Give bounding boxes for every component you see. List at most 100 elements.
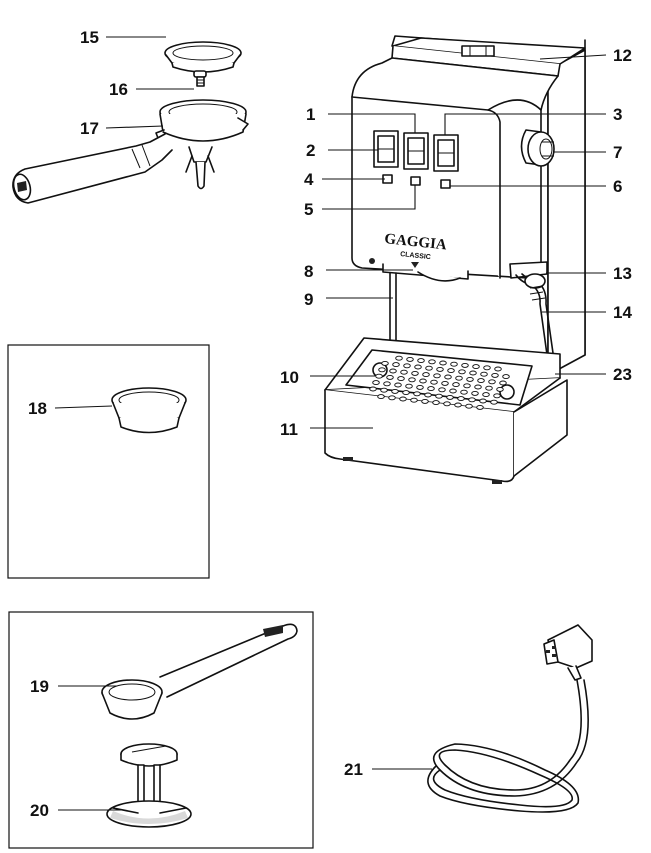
drip-tray-hole — [419, 378, 427, 384]
drip-tray-hole — [502, 374, 510, 380]
espresso-machine: GAGGIA CLASSIC — [324, 35, 586, 484]
single-filter-basket — [111, 387, 187, 434]
drip-tray-hole — [413, 391, 421, 397]
filter-basket-top — [164, 41, 242, 73]
drip-tray-hole — [480, 371, 488, 377]
drip-tray-hole — [395, 355, 403, 361]
callout-12: 12 — [613, 46, 632, 65]
drip-tray-hole — [436, 366, 444, 372]
callout-4: 4 — [304, 170, 314, 189]
drip-tray-hole — [403, 363, 411, 369]
drip-tray-hole — [444, 374, 452, 380]
callout-8: 8 — [304, 262, 313, 281]
drip-tray-hole — [446, 394, 454, 400]
drip-tray-hole — [428, 359, 436, 365]
drip-tray-hole — [493, 393, 501, 399]
drip-tray-hole — [465, 403, 473, 409]
drip-tray-hole — [490, 399, 498, 405]
callout-16: 16 — [109, 80, 128, 99]
drip-tray-hole — [410, 397, 418, 403]
drip-tray-hole — [425, 365, 433, 371]
drip-tray-hole — [450, 361, 458, 367]
callout-9: 9 — [304, 290, 313, 309]
drip-tray-hole — [400, 369, 408, 375]
drip-tray-hole — [427, 386, 435, 392]
callout-19: 19 — [30, 677, 49, 696]
brew-switch — [403, 132, 429, 170]
drip-tray-hole — [469, 370, 477, 376]
drip-tray-hole — [406, 356, 414, 362]
drip-tray-hole — [457, 396, 465, 402]
drip-tray-hole — [455, 375, 463, 381]
drip-tray-hole — [421, 398, 429, 404]
callout-14: 14 — [613, 303, 632, 322]
drip-tray-hole — [375, 373, 383, 379]
drip-tray-hole — [424, 392, 432, 398]
drip-tray-hole — [496, 386, 504, 392]
drip-tray-hole — [458, 369, 466, 375]
drip-tray-hole — [386, 374, 394, 380]
callout-2: 2 — [306, 141, 315, 160]
drip-tray-hole — [391, 388, 399, 394]
drip-tray-hole — [477, 378, 485, 384]
drip-tray-hole — [488, 379, 496, 385]
drip-tray-hole — [439, 360, 447, 366]
drip-tray-hole — [452, 382, 460, 388]
drip-tray-hole — [408, 377, 416, 383]
callout-17: 17 — [80, 119, 99, 138]
drip-tray-hole — [449, 388, 457, 394]
drip-tray-hole — [441, 380, 449, 386]
steam-switch — [433, 134, 459, 172]
drip-tray-hole — [466, 376, 474, 382]
callout-15: 15 — [80, 28, 99, 47]
drip-tray-hole — [443, 401, 451, 407]
power-cable — [427, 624, 593, 813]
drip-tray-hole — [491, 372, 499, 378]
drip-tray-hole — [397, 376, 405, 382]
drip-tray-hole — [369, 386, 377, 392]
callout-6: 6 — [613, 177, 622, 196]
callout-1: 1 — [306, 105, 315, 124]
callout-20: 20 — [30, 801, 49, 820]
drip-tray-hole — [499, 380, 507, 386]
drip-tray-hole — [378, 367, 386, 373]
drip-tray-hole — [399, 396, 407, 402]
coffee-tamper — [106, 743, 192, 828]
drip-tray-hole — [494, 366, 502, 372]
drip-tray-hole — [383, 381, 391, 387]
drip-tray-hole — [461, 362, 469, 368]
drip-tray-hole — [483, 365, 491, 371]
drip-tray-hole — [479, 398, 487, 404]
callout-11: 11 — [280, 420, 298, 439]
drip-tray-hole — [422, 372, 430, 378]
callout-13: 13 — [613, 264, 632, 283]
drip-tray-hole — [402, 390, 410, 396]
drip-tray-hole — [482, 392, 490, 398]
drip-tray-hole — [381, 360, 389, 366]
callout-23: 23 — [613, 365, 632, 384]
drip-tray-hole — [432, 400, 440, 406]
drip-tray-hole — [472, 364, 480, 370]
portafilter — [12, 99, 249, 204]
drip-tray-hole — [377, 394, 385, 400]
brand-logo-sub: CLASSIC — [400, 251, 431, 261]
drip-tray-hole — [460, 389, 468, 395]
drip-tray-hole — [454, 402, 462, 408]
drip-tray-hole — [447, 368, 455, 374]
drip-tray-hole — [414, 364, 422, 370]
drip-tray-hole — [471, 390, 479, 396]
drip-tray-hole — [474, 384, 482, 390]
spring-pin — [193, 70, 207, 87]
drip-tray-hole — [388, 395, 396, 401]
drip-tray-hole — [394, 382, 402, 388]
drip-tray-hole — [389, 368, 397, 374]
power-switch — [373, 130, 399, 168]
drip-tray-hole — [468, 397, 476, 403]
drip-tray-hole — [392, 362, 400, 368]
callout-7: 7 — [613, 143, 622, 162]
drip-tray-hole — [433, 373, 441, 379]
brew-light — [410, 176, 421, 186]
callout-10: 10 — [280, 368, 299, 387]
callout-21: 21 — [344, 760, 363, 779]
